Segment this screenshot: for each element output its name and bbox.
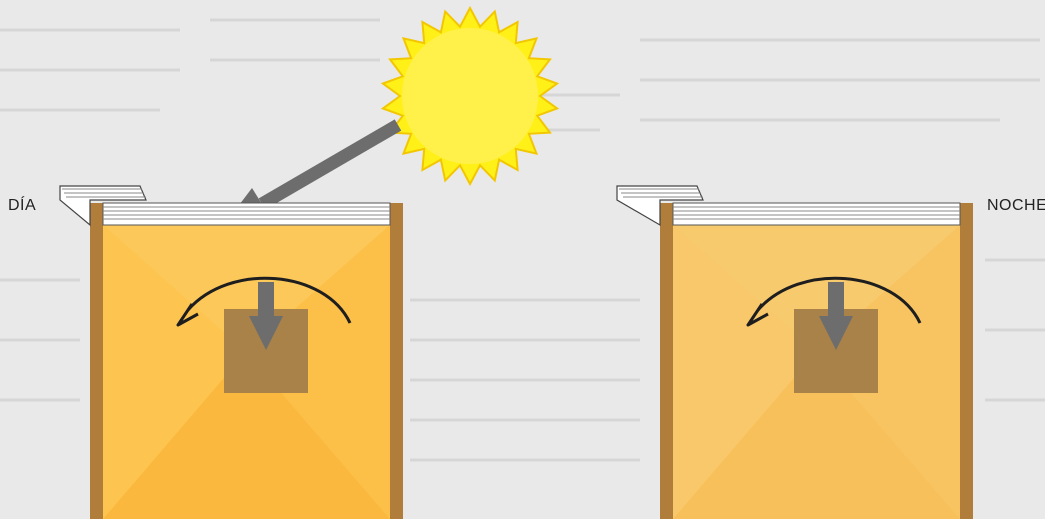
day-panel — [60, 186, 403, 519]
day-glazing-roof — [103, 203, 390, 225]
night-right-wall — [960, 203, 973, 519]
night-glazing-roof — [673, 203, 960, 225]
day-right-wall — [390, 203, 403, 519]
sun-disc — [402, 28, 538, 164]
night-left-wall — [660, 203, 673, 519]
night-panel — [617, 186, 973, 519]
night-label: NOCHE — [987, 197, 1045, 215]
day-left-wall — [90, 203, 103, 519]
day-label: DÍA — [8, 197, 36, 215]
sun — [383, 8, 557, 184]
